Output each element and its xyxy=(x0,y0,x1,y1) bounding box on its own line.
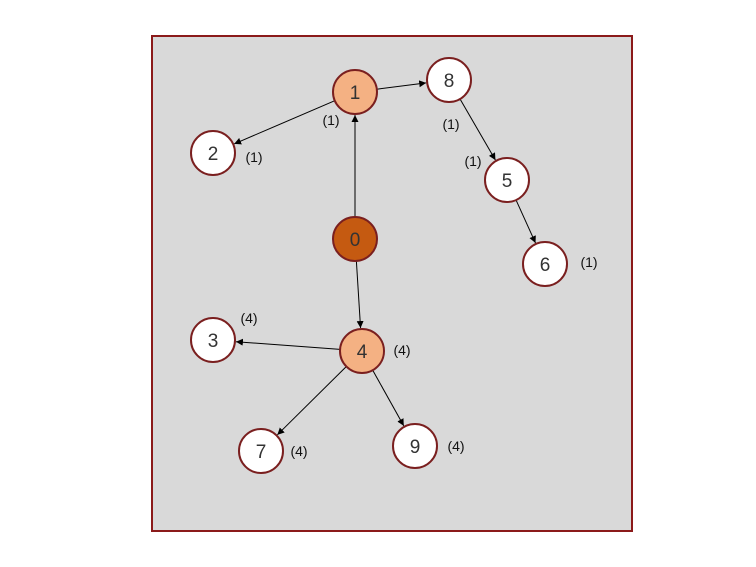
node-tag-8: (1) xyxy=(442,116,459,132)
node-circle-1 xyxy=(332,69,378,115)
node-tag-3: (4) xyxy=(240,310,257,326)
node-tag-4: (4) xyxy=(393,342,410,358)
node-label-4: 4 xyxy=(357,342,368,363)
node-circle-9 xyxy=(392,423,438,469)
node-label-2: 2 xyxy=(208,144,219,165)
edge-4-to-9 xyxy=(372,369,405,427)
node-label-5: 5 xyxy=(502,171,513,192)
node-2: 2 xyxy=(190,130,236,176)
node-7: 7 xyxy=(238,428,284,474)
node-label-6: 6 xyxy=(540,255,551,276)
node-3: 3 xyxy=(190,317,236,363)
node-label-8: 8 xyxy=(444,71,455,92)
node-label-9: 9 xyxy=(410,437,421,458)
node-5: 5 xyxy=(484,157,530,203)
node-circle-2 xyxy=(190,130,236,176)
node-tag-7: (4) xyxy=(290,443,307,459)
node-circle-0 xyxy=(332,216,378,262)
node-circle-7 xyxy=(238,428,284,474)
node-4: 4 xyxy=(339,328,385,374)
node-circle-6 xyxy=(522,241,568,287)
node-circle-3 xyxy=(190,317,236,363)
node-label-3: 3 xyxy=(208,331,219,352)
node-8: 8 xyxy=(426,57,472,103)
edge-1-to-2 xyxy=(233,100,335,145)
node-9: 9 xyxy=(392,423,438,469)
node-1: 1 xyxy=(332,69,378,115)
node-tag-6: (1) xyxy=(580,254,597,270)
node-label-0: 0 xyxy=(350,230,361,251)
node-circle-5 xyxy=(484,157,530,203)
edge-0-to-4 xyxy=(355,260,364,329)
node-circle-8 xyxy=(426,57,472,103)
node-label-1: 1 xyxy=(350,83,361,104)
node-0: 0 xyxy=(332,216,378,262)
edge-8-to-5 xyxy=(459,98,496,161)
node-tag-5: (1) xyxy=(464,153,481,169)
node-label-7: 7 xyxy=(256,442,267,463)
edge-1-to-8 xyxy=(376,80,427,90)
diagram-panel xyxy=(151,35,633,532)
edge-4-to-7 xyxy=(276,366,347,436)
edge-5-to-6 xyxy=(515,199,536,244)
node-circle-4 xyxy=(339,328,385,374)
edges-layer xyxy=(233,80,536,436)
node-tag-2: (1) xyxy=(245,149,262,165)
tags-layer: (1) (1) (1) (1) (1) (4) (4) (4) (4) xyxy=(240,112,597,459)
node-tag-1: (1) xyxy=(322,112,339,128)
node-tag-9: (4) xyxy=(447,438,464,454)
nodes-layer: 0 1 2 3 4 5 6 7 8 9 xyxy=(190,57,568,474)
node-6: 6 xyxy=(522,241,568,287)
edge-4-to-3 xyxy=(235,338,341,350)
